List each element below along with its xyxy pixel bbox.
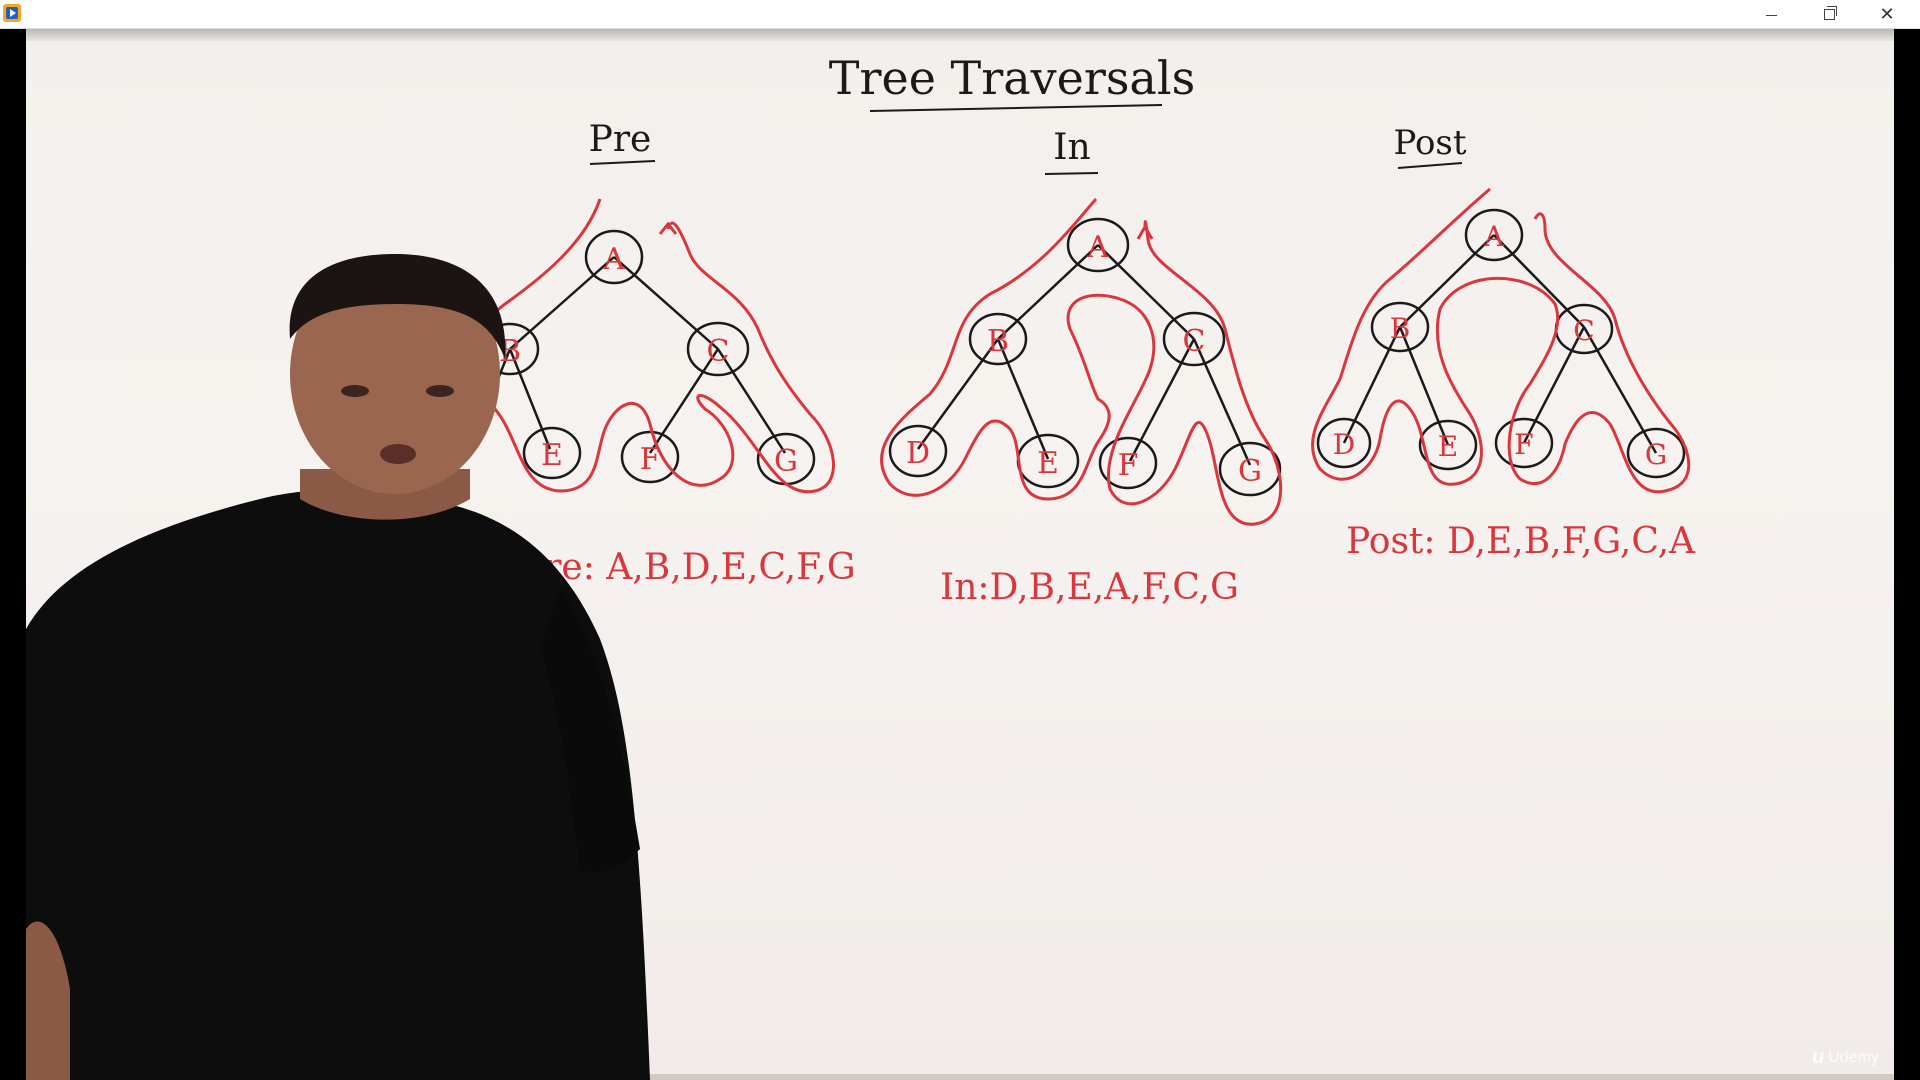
media-player-app-icon (3, 4, 21, 22)
post-traversal-path (1311, 187, 1691, 494)
udemy-watermark: u Udemy (1812, 1046, 1879, 1069)
udemy-logo-icon: u (1812, 1046, 1825, 1068)
post-order-result: Post: D,E,B,F,G,C,A (1346, 521, 1696, 562)
post-node-c: C (1573, 314, 1594, 347)
in-node-c: C (1183, 324, 1206, 359)
post-node-e: E (1438, 430, 1458, 463)
video-frame[interactable]: Tree Traversals Pre In Post A B C (0, 29, 1920, 1080)
close-button[interactable]: ✕ (1858, 0, 1916, 28)
in-node-d: D (906, 436, 930, 471)
whiteboard-drawing: Tree Traversals Pre In Post A B C (26, 51, 1696, 1080)
pre-node-g: G (774, 444, 798, 479)
in-node-a: A (1086, 230, 1109, 265)
window-titlebar: ✕ (0, 0, 1920, 29)
post-node-d: D (1333, 428, 1355, 461)
in-node-f: F (1118, 448, 1139, 483)
section-label-post: Post (1393, 123, 1466, 163)
whiteboard-bottom-edge (26, 1074, 1894, 1080)
pre-node-f: F (640, 442, 661, 477)
post-node-b: B (1390, 312, 1411, 345)
minimize-icon (1765, 14, 1777, 16)
in-order-tree (888, 217, 1282, 497)
pre-node-a: A (602, 242, 625, 277)
pre-node-c: C (707, 334, 730, 369)
restore-icon (1823, 5, 1837, 20)
post-order-tree (1316, 208, 1686, 479)
restore-button[interactable] (1800, 0, 1858, 28)
watermark-text: Udemy (1828, 1048, 1879, 1066)
in-traversal-path (879, 198, 1283, 526)
whiteboard-top-edge (26, 29, 1894, 41)
post-node-g: G (1645, 438, 1667, 471)
pre-node-e: E (541, 438, 563, 473)
in-node-g: G (1238, 454, 1262, 489)
close-icon: ✕ (1879, 4, 1895, 24)
section-label-pre: Pre (589, 119, 652, 160)
board-title: Tree Traversals (829, 51, 1195, 105)
in-node-e: E (1037, 446, 1059, 481)
presenter (26, 254, 650, 1080)
post-node-a: A (1483, 220, 1505, 253)
section-label-in: In (1053, 127, 1090, 168)
in-node-b: B (987, 324, 1009, 359)
post-node-f: F (1514, 428, 1533, 461)
minimize-button[interactable] (1742, 0, 1800, 28)
pre-order-result: Pre: A,B,D,E,C,F,G (520, 547, 856, 588)
in-order-result: In:D,B,E,A,F,C,G (940, 567, 1239, 608)
